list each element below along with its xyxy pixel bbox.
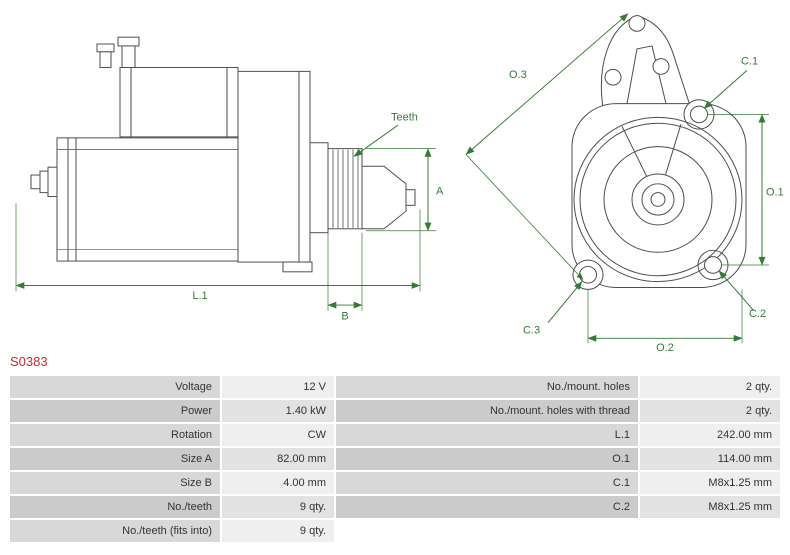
spec-row: No./teeth (fits into) 9 qty. [10,520,780,542]
spec-table: Voltage 12 V No./mount. holes 2 qty. Pow… [8,374,782,544]
spec-value: M8x1.25 mm [640,472,780,494]
pinion-gear [327,148,416,230]
drive-housing [237,70,329,273]
part-number: S0383 [10,354,48,369]
spec-value: M8x1.25 mm [640,496,780,518]
spec-row: Rotation CW L.1 242.00 mm [10,424,780,446]
dim-label-c1: C.1 [741,56,758,68]
spec-label: Voltage [10,376,220,398]
spec-label [336,520,638,542]
dim-label-o2: O.2 [656,342,674,352]
spec-label: L.1 [336,424,638,446]
spec-label: O.1 [336,448,638,470]
end-view-drawing [571,15,747,290]
product-technical-drawing: Teeth A L.1 B [15,13,784,352]
spec-label: No./teeth (fits into) [10,520,220,542]
side-view-dimensions [15,124,436,311]
dim-label-l1: L.1 [192,290,207,302]
rear-terminal [30,166,58,198]
spec-value: 4.00 mm [222,472,334,494]
spec-label: C.2 [336,496,638,518]
spec-label: No./mount. holes [336,376,638,398]
spec-value [640,520,780,542]
spec-label: C.1 [336,472,638,494]
spec-label: No./mount. holes with thread [336,400,638,422]
spec-value: 9 qty. [222,520,334,542]
spec-label: Size B [10,472,220,494]
spec-value: 2 qty. [640,400,780,422]
spec-row: Size A 82.00 mm O.1 114.00 mm [10,448,780,470]
spec-value: 242.00 mm [640,424,780,446]
spec-value: 2 qty. [640,376,780,398]
spec-row: No./teeth 9 qty. C.2 M8x1.25 mm [10,496,780,518]
dim-label-o3: O.3 [509,69,527,81]
dim-label-a: A [436,186,444,198]
end-view-dimensions [465,13,769,344]
side-view-drawing [30,36,416,273]
spec-value: 82.00 mm [222,448,334,470]
starter-motor-diagram: Teeth A L.1 B [15,13,784,352]
spec-value: 114.00 mm [640,448,780,470]
dim-label-b: B [341,311,348,323]
spec-label: Size A [10,448,220,470]
spec-label: Power [10,400,220,422]
dim-label-o1: O.1 [766,187,784,199]
spec-value: CW [222,424,334,446]
motor-body [56,137,258,262]
spec-value: 12 V [222,376,334,398]
mount-hole-c3 [579,265,597,284]
dim-label-c3: C.3 [523,325,540,337]
teeth-label: Teeth [391,111,418,123]
mount-hole-c2 [704,256,722,274]
spec-value: 1.40 kW [222,400,334,422]
mounting-flange [571,99,747,290]
spec-row: Size B 4.00 mm C.1 M8x1.25 mm [10,472,780,494]
mount-hole-c1 [690,105,708,124]
top-bracket [600,15,691,108]
spec-value: 9 qty. [222,496,334,518]
spec-label: Rotation [10,424,220,446]
dim-label-c2: C.2 [749,308,766,320]
spec-row: Power 1.40 kW No./mount. holes with thre… [10,400,780,422]
spec-row: Voltage 12 V No./mount. holes 2 qty. [10,376,780,398]
solenoid [96,36,239,138]
spec-label: No./teeth [10,496,220,518]
